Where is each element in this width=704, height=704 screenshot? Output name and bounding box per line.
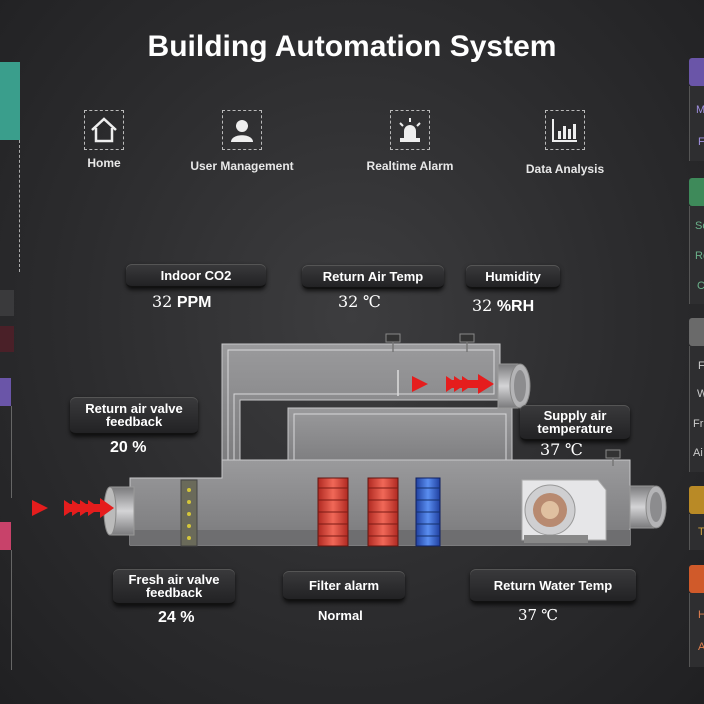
right-fragment: Ai	[693, 447, 703, 459]
hvac-diagram	[32, 333, 667, 547]
right-panel-orange-header	[689, 565, 704, 593]
right-panel-gray-header	[689, 318, 704, 346]
indoor-co2-number: 32	[152, 292, 173, 311]
return-air-temp-label: Return Air Temp	[302, 265, 444, 289]
left-panel-dark	[0, 290, 14, 316]
supply-air-temp-unit: ℃	[564, 440, 583, 459]
supply-air-temp-label: Supply air temperature	[520, 405, 630, 441]
nav-realtime-alarm-label: Realtime Alarm	[366, 159, 454, 173]
page-title: Building Automation System	[147, 30, 557, 63]
return-water-temp-unit: ℃	[541, 606, 559, 624]
return-air-valve-value: 20 %	[110, 439, 147, 456]
fresh-air-valve-label-line2: feedback	[145, 585, 203, 600]
right-fragment: F	[698, 360, 704, 372]
supply-air-temp-label-line2: temperature	[537, 421, 613, 436]
right-fragment: A	[698, 641, 704, 653]
left-panel-teal	[0, 62, 20, 140]
filter-alarm-value: Normal	[318, 608, 363, 623]
right-panel-purple-header	[689, 58, 704, 86]
right-panel-purple: M F	[689, 86, 704, 161]
humidity-value: 32 %RH	[472, 296, 534, 316]
return-air-temp-number: 32	[338, 292, 359, 311]
left-panel-outline	[0, 140, 20, 272]
fresh-air-valve-label: Fresh air valve feedback	[113, 569, 235, 605]
left-panel-pink-body	[0, 550, 12, 670]
return-air-valve-label: Return air valve feedback	[70, 397, 198, 435]
right-fragment: Fr	[693, 418, 704, 430]
left-panel-red	[0, 326, 14, 352]
right-fragment: T	[698, 526, 704, 538]
user-icon	[222, 110, 262, 150]
nav-home[interactable]: Home	[74, 110, 134, 170]
return-air-temp-value: 32 ℃	[338, 292, 381, 312]
return-air-valve-label-line1: Return air valve	[85, 401, 183, 416]
nav-data-analysis-label: Data Analysis	[525, 162, 605, 176]
return-water-temp-number: 37	[518, 606, 538, 624]
humidity-unit: %RH	[496, 298, 535, 315]
humidity-label: Humidity	[466, 265, 560, 289]
right-panel-gold-header	[689, 486, 704, 514]
right-fragment: M	[696, 104, 704, 116]
right-panel-gold: T	[689, 514, 704, 550]
left-panel-pink	[0, 522, 11, 550]
nav-home-label: Home	[87, 156, 121, 170]
supply-air-temp-value: 37 ℃	[540, 440, 583, 460]
return-air-valve-label-line2: feedback	[105, 414, 163, 429]
chart-icon	[545, 110, 585, 150]
return-water-temp-label: Return Water Temp	[470, 569, 636, 603]
nav-user-management-label: User Management	[190, 159, 294, 173]
right-fragment: C	[697, 280, 704, 292]
left-panel-purple-body	[0, 406, 12, 498]
return-water-temp-value: 37 ℃	[518, 606, 558, 624]
nav-realtime-alarm[interactable]: Realtime Alarm	[355, 110, 465, 173]
filter-alarm-label: Filter alarm	[283, 571, 405, 601]
right-panel-green-header	[689, 178, 704, 206]
nav-user-management[interactable]: User Management	[177, 110, 307, 173]
humidity-number: 32	[472, 296, 493, 315]
indoor-co2-value: 32 PPM	[152, 292, 211, 312]
right-panel-orange: H A	[689, 593, 704, 667]
indoor-co2-label: Indoor CO2	[126, 264, 266, 288]
right-fragment: Re	[695, 250, 704, 262]
fresh-air-valve-value: 24 %	[158, 609, 195, 626]
return-air-temp-unit: ℃	[362, 292, 381, 311]
right-panel-gray: F W Fr Ai	[689, 346, 704, 472]
alarm-icon	[390, 110, 430, 150]
home-icon	[84, 110, 124, 150]
nav-data-analysis[interactable]: Data Analysis	[515, 110, 615, 176]
right-fragment: H	[698, 609, 704, 621]
right-panel-green: Se Re C	[689, 206, 704, 304]
supply-air-temp-number: 37	[540, 440, 561, 459]
indoor-co2-unit: PPM	[176, 294, 212, 311]
fresh-air-valve-label-line1: Fresh air valve	[128, 572, 220, 587]
left-panel-purple	[0, 378, 11, 406]
supply-air-temp-label-line1: Supply air	[543, 408, 607, 423]
right-fragment: F	[698, 136, 704, 148]
right-fragment: Se	[695, 220, 704, 232]
right-fragment: W	[697, 388, 704, 400]
